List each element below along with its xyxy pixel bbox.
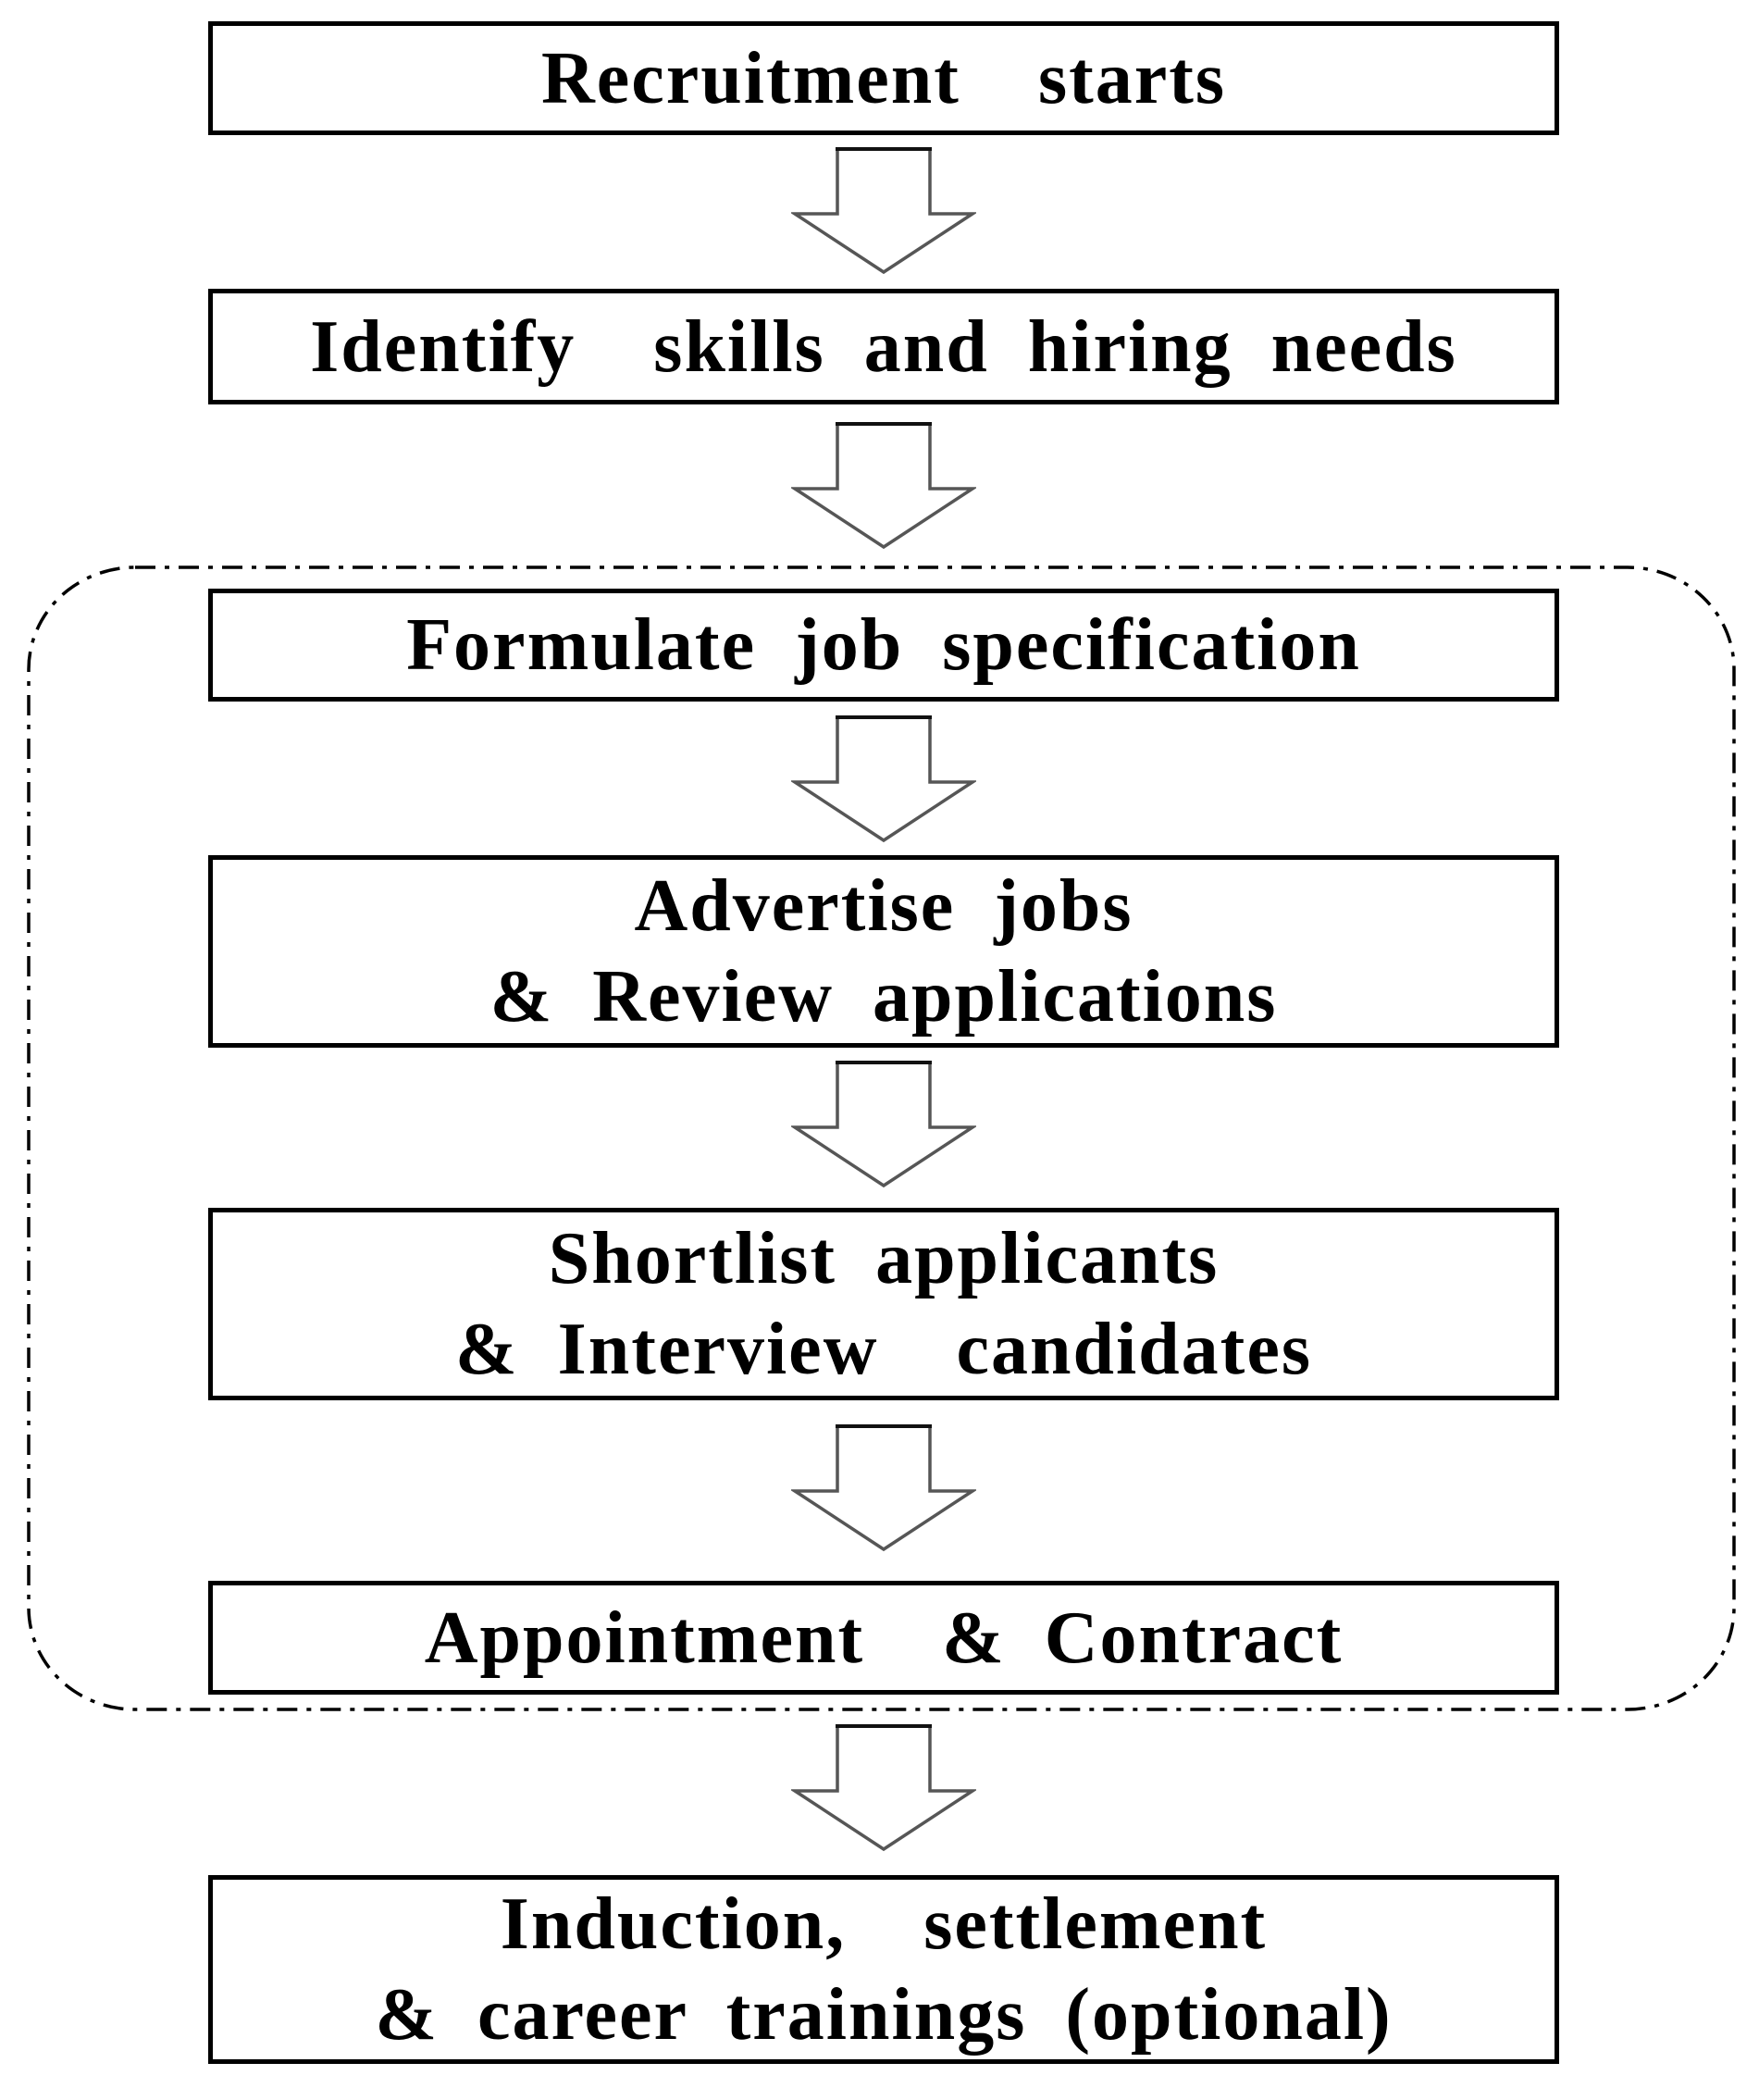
down-arrow-icon (791, 1724, 976, 1852)
step-label: Identify skills and hiring needs (310, 305, 1457, 388)
down-arrow-icon (791, 1424, 976, 1552)
step-label: Shortlist applicants & Interview candida… (455, 1218, 1312, 1390)
step-box-induction-training: Induction, settlement & career trainings… (208, 1875, 1559, 2064)
step-box-appointment-contract: Appointment & Contract (208, 1581, 1559, 1695)
down-arrow-icon (791, 147, 976, 275)
step-box-identify-skills: Identify skills and hiring needs (208, 289, 1559, 404)
step-box-formulate-job-spec: Formulate job specification (208, 589, 1559, 702)
step-label: Appointment & Contract (424, 1597, 1344, 1679)
step-label: Induction, settlement & career trainings… (375, 1883, 1393, 2056)
step-box-advertise-review: Advertise jobs & Review applications (208, 855, 1559, 1048)
down-arrow-icon (791, 1061, 976, 1188)
step-label: Formulate job specification (406, 604, 1361, 686)
step-label: Recruitment starts (541, 37, 1226, 119)
step-box-shortlist-interview: Shortlist applicants & Interview candida… (208, 1208, 1559, 1400)
step-label: Advertise jobs & Review applications (489, 865, 1278, 1038)
step-box-recruitment-starts: Recruitment starts (208, 21, 1559, 135)
down-arrow-icon (791, 422, 976, 550)
down-arrow-icon (791, 715, 976, 843)
